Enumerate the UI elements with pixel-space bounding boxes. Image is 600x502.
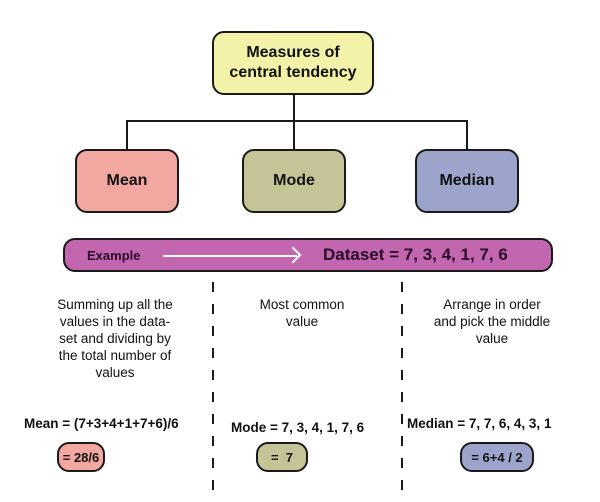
desc-line: Summing up all the (57, 297, 173, 312)
node-mode: Mode (242, 149, 346, 213)
description-median: Arrange in order and pick the middle val… (412, 296, 572, 347)
result-mode-text: = 7 (270, 449, 294, 465)
desc-line: Arrange in order (443, 297, 541, 312)
dataset-text: Dataset = 7, 3, 4, 1, 7, 6 (323, 245, 508, 264)
example-bar: Example Dataset = 7, 3, 4, 1, 7, 6 (63, 238, 553, 272)
result-median: = 6+4 / 2 (460, 442, 534, 472)
node-mean-label: Mean (106, 172, 148, 189)
desc-line: value (285, 314, 319, 329)
root-title-line-1: Measures of (246, 44, 340, 61)
connector-horizontal (126, 120, 468, 122)
result-median-text: = 6+4 / 2 (471, 449, 523, 465)
connector-to-median (466, 120, 468, 150)
formula-mean: Mean = (7+3+4+1+7+6)/6 (24, 416, 179, 431)
desc-line: value (475, 331, 509, 346)
desc-line: values (95, 365, 135, 380)
divider-right (401, 282, 403, 494)
desc-line: values in the data- (59, 314, 171, 329)
node-mode-label: Mode (273, 172, 315, 189)
arrow-right-icon (163, 255, 297, 257)
result-mode: = 7 (256, 442, 308, 472)
connector-to-mode (293, 120, 295, 150)
result-mean: = 28/6 (57, 442, 105, 472)
description-mean: Summing up all the values in the data- s… (40, 296, 190, 381)
description-mode: Most common value (232, 296, 372, 330)
desc-line: set and dividing by (59, 331, 171, 346)
node-median-label: Median (439, 172, 495, 189)
divider-left (212, 282, 214, 494)
node-mean: Mean (75, 149, 179, 213)
root-title-line-2: central tendency (229, 64, 357, 81)
example-label: Example (87, 247, 141, 263)
formula-median: Median = 7, 7, 6, 4, 3, 1 (407, 416, 552, 431)
result-mean-text: = 28/6 (62, 449, 100, 465)
arrow-head-icon (284, 246, 302, 264)
formula-mode: Mode = 7, 3, 4, 1, 7, 6 (231, 420, 365, 435)
desc-line: and pick the middle (433, 314, 551, 329)
desc-line: Most common (259, 297, 345, 312)
desc-line: the total number of (58, 348, 172, 363)
node-median: Median (415, 149, 519, 213)
root-node-measures-of-central-tendency: Measures of central tendency (212, 31, 374, 95)
connector-root-down (293, 95, 295, 121)
connector-to-mean (126, 120, 128, 150)
